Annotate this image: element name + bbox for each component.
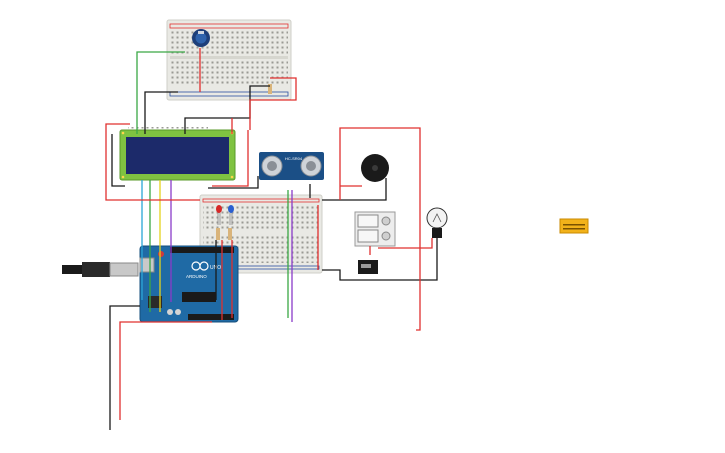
arduino-brand-label: ARDUINO [186, 274, 207, 279]
lightbulb-icon[interactable] [426, 207, 448, 238]
sensor-model-label: HC-SR04 [285, 156, 303, 161]
lcd-icon[interactable] [119, 127, 236, 181]
resistor-icon [216, 84, 272, 240]
ultrasonic-sensor-icon[interactable]: HC-SR04 [259, 152, 324, 180]
usb-plug-icon[interactable] [62, 262, 139, 277]
potentiometer-icon[interactable] [192, 29, 210, 47]
relay-icon[interactable] [358, 260, 378, 274]
wires [105, 48, 438, 430]
arduino-board[interactable]: ARDUINO UNO [139, 245, 239, 323]
yellow-module-icon[interactable] [559, 218, 589, 234]
led-blue-icon[interactable] [228, 205, 234, 225]
buzzer-icon[interactable] [361, 154, 389, 182]
led-red-icon[interactable] [216, 205, 222, 225]
top-breadboard[interactable] [166, 19, 292, 101]
power-supply-icon[interactable] [354, 211, 396, 247]
